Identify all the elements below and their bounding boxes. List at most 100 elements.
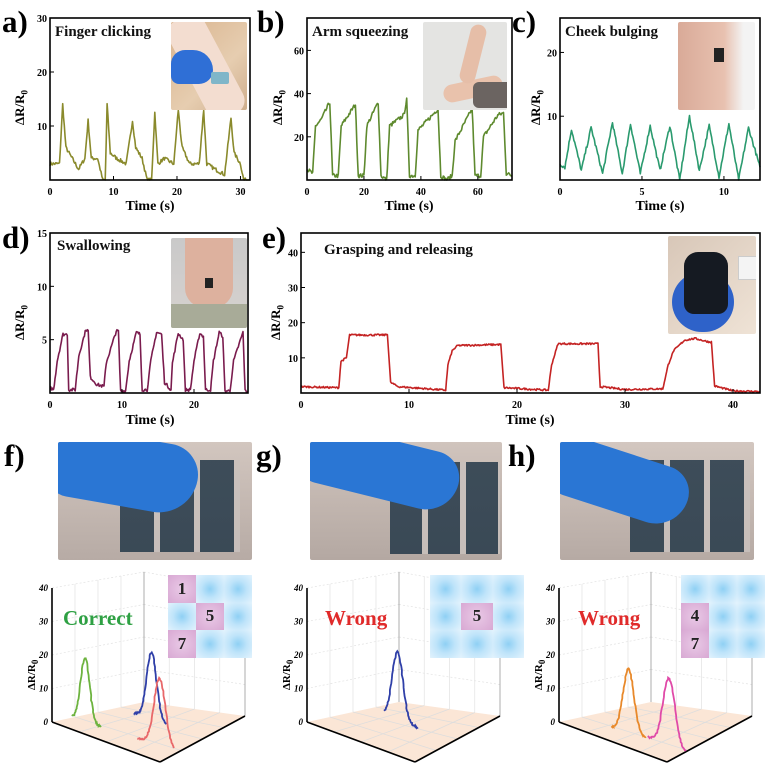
floor-grid bbox=[120, 706, 224, 728]
wall-grid bbox=[306, 571, 400, 589]
y-tick-label: 5 bbox=[42, 336, 47, 347]
x-tick-label: 0 bbox=[558, 187, 563, 198]
sensor-shape bbox=[714, 48, 724, 62]
status-correct: Correct bbox=[63, 606, 133, 630]
y-tick-label: 10 bbox=[547, 112, 557, 123]
photo-arm-squeezing bbox=[423, 22, 507, 110]
keypad-key bbox=[430, 630, 462, 658]
keypad-key bbox=[737, 602, 765, 631]
x-tick-label: 10 bbox=[108, 187, 118, 198]
keypad-key bbox=[430, 575, 462, 603]
x-tick-label: 10 bbox=[719, 187, 729, 198]
z-tick-label: 10 bbox=[546, 684, 556, 694]
keypad-key bbox=[461, 630, 493, 658]
x-axis bbox=[558, 721, 668, 763]
keypad-key bbox=[737, 630, 765, 658]
signal-line-key-5 bbox=[383, 649, 419, 730]
z-tick-label: 40 bbox=[545, 583, 556, 593]
panel-label-a: a) bbox=[2, 4, 28, 39]
plot-frame-c bbox=[559, 17, 761, 181]
x-tick-label: 10 bbox=[404, 400, 414, 411]
panel-label-e: e) bbox=[262, 220, 287, 255]
x-axis-label-e: Time (s) bbox=[505, 413, 555, 428]
keypad-key-selected: 5 bbox=[196, 602, 224, 631]
x-axis bbox=[306, 721, 416, 763]
x-tick-label: 0 bbox=[48, 400, 53, 411]
floor-grid bbox=[612, 708, 702, 743]
y-tick-label: 10 bbox=[37, 282, 47, 293]
x-axis-label-a: Time (s) bbox=[125, 199, 175, 214]
x-tick-label: 20 bbox=[189, 400, 199, 411]
y-axis bbox=[159, 715, 246, 763]
panel-label-g: g) bbox=[256, 438, 282, 473]
floor-plane bbox=[559, 702, 752, 762]
keypad-key bbox=[224, 602, 252, 631]
neck-shape bbox=[185, 238, 233, 308]
keypad-g: 5 bbox=[430, 575, 524, 658]
z-tick-label: 0 bbox=[551, 717, 556, 727]
keypad-key bbox=[709, 602, 737, 631]
keypad-key bbox=[737, 575, 765, 603]
x-tick-label: 60 bbox=[473, 187, 483, 198]
chart-title-a: Finger clicking bbox=[55, 24, 151, 40]
head-shape bbox=[473, 82, 507, 108]
y-axis-label-c: ΔR/R0 bbox=[528, 89, 546, 125]
keypad-key bbox=[196, 575, 224, 603]
x-tick-label: 30 bbox=[620, 400, 630, 411]
keypad-key bbox=[492, 630, 524, 658]
x-tick-label: 20 bbox=[172, 187, 182, 198]
y-axis-label-g: ΔR/R0 bbox=[281, 659, 296, 690]
y-tick-label: 20 bbox=[288, 319, 298, 330]
plot-frame-e bbox=[300, 232, 761, 394]
keypad-key bbox=[430, 602, 462, 631]
signal-line-key-7 bbox=[647, 675, 687, 752]
floor-grid bbox=[387, 712, 475, 753]
z-tick-label: 30 bbox=[293, 617, 304, 627]
chart-title-b: Arm squeezing bbox=[312, 24, 409, 40]
keypad-key-selected: 5 bbox=[461, 602, 493, 631]
y-tick-label: 15 bbox=[37, 229, 47, 240]
keypad-key-selected: 7 bbox=[681, 630, 709, 658]
wall-grid bbox=[306, 604, 400, 622]
signal-line-key-1 bbox=[71, 657, 102, 728]
keypad-key bbox=[709, 630, 737, 658]
floor-plane bbox=[307, 702, 500, 762]
x-tick-label: 40 bbox=[728, 400, 738, 411]
panel-label-b: b) bbox=[257, 4, 285, 39]
y-axis-label-e: ΔR/R0 bbox=[268, 304, 286, 340]
floor-grid bbox=[627, 706, 731, 728]
keypad-key-selected: 1 bbox=[168, 575, 196, 603]
photo-cheek-bulging bbox=[678, 22, 755, 110]
x-tick-label: 5 bbox=[639, 187, 644, 198]
y-tick-label: 10 bbox=[37, 122, 47, 133]
panel-label-c: c) bbox=[512, 4, 537, 39]
y-tick-label: 40 bbox=[288, 248, 298, 259]
keypad-key bbox=[224, 630, 252, 658]
y-axis-label-a: ΔR/R0 bbox=[12, 89, 30, 125]
x-tick-label: 0 bbox=[48, 187, 53, 198]
status-wrong-g: Wrong bbox=[325, 606, 388, 630]
floor-grid bbox=[360, 708, 450, 743]
panel-label-h: h) bbox=[508, 438, 536, 473]
panel-label-d: d) bbox=[2, 220, 30, 255]
y-tick-label: 20 bbox=[547, 48, 557, 59]
x-tick-label: 0 bbox=[299, 400, 304, 411]
data-line-b bbox=[306, 97, 513, 181]
x-tick-label: 0 bbox=[305, 187, 310, 198]
x-axis-label-b: Time (s) bbox=[384, 199, 434, 214]
z-tick-label: 20 bbox=[293, 650, 304, 660]
photo-keypad-wrong-5 bbox=[310, 442, 502, 560]
keypad-key bbox=[709, 575, 737, 603]
y-axis-label-f: ΔR/R0 bbox=[26, 659, 41, 690]
z-tick-label: 30 bbox=[545, 617, 556, 627]
data-line-a bbox=[49, 102, 250, 181]
